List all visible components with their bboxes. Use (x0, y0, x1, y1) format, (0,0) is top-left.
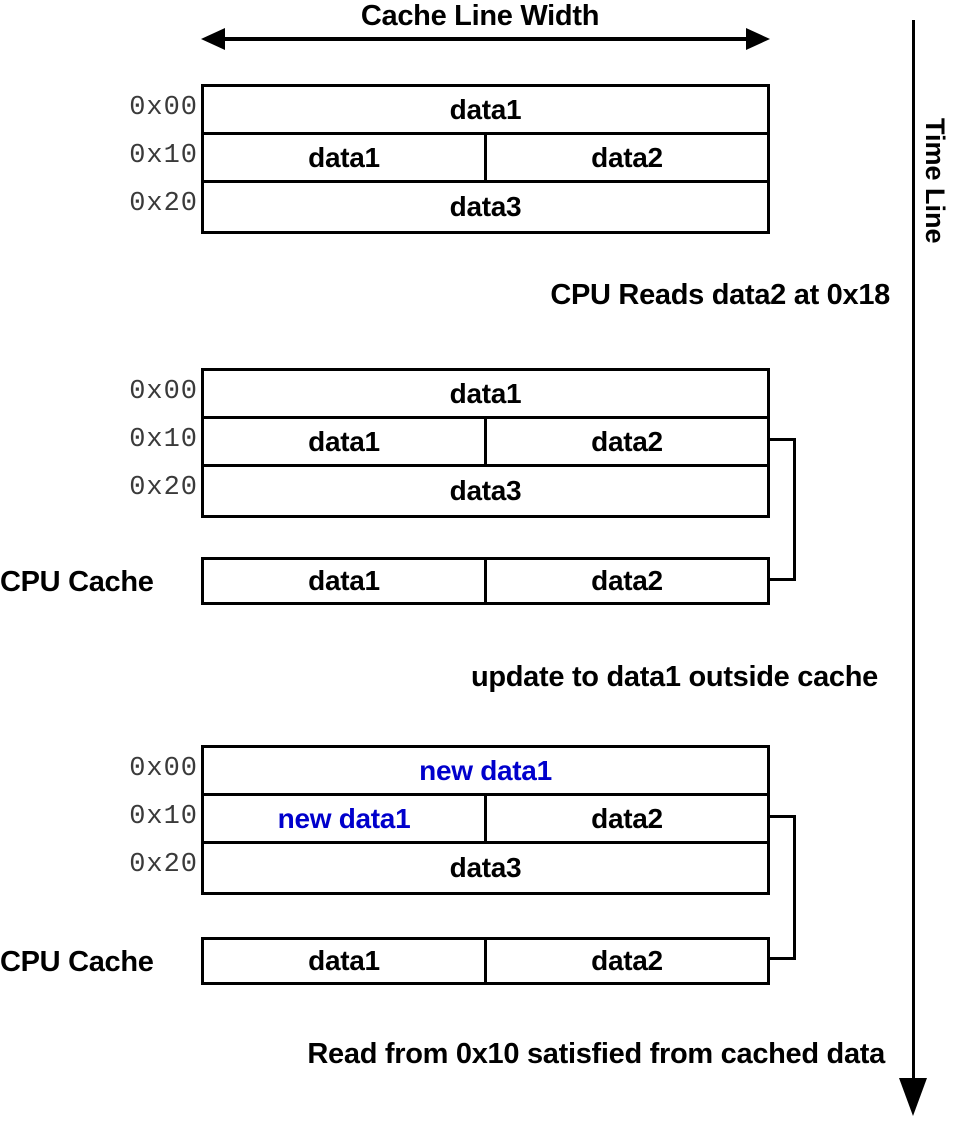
memory-cell: data1 (449, 93, 522, 125)
cpu-cache-box-stage3: data1 data2 (201, 937, 770, 985)
memory-cell: data2 (591, 802, 663, 834)
table-row: data3 (204, 183, 767, 231)
address-label-0x10-stage3: 0x10 (129, 802, 198, 832)
time-line-label: Time Line (920, 118, 950, 244)
caption-read-satisfied-from-cache: Read from 0x10 satisfied from cached dat… (307, 1038, 885, 1070)
table-row: data3 (204, 467, 767, 515)
memory-table-stage2: data1 data1 data2 data3 (201, 368, 770, 518)
time-line-arrow-icon (899, 1078, 927, 1116)
memory-cell: data2 (591, 425, 663, 457)
time-line-axis (912, 20, 915, 1080)
address-label-0x10-stage2: 0x10 (129, 425, 198, 455)
address-label-0x00-stage3: 0x00 (129, 754, 198, 784)
cache-cell: data2 (591, 565, 663, 596)
cache-bracket-stage3 (770, 815, 796, 960)
caption-cpu-reads: CPU Reads data2 at 0x18 (550, 279, 890, 311)
cache-line-width-title: Cache Line Width (360, 0, 600, 32)
table-row: data1 (204, 371, 767, 419)
memory-cell-updated: new data1 (204, 796, 487, 841)
cache-cell: data2 (591, 945, 663, 976)
memory-cell: data1 (204, 419, 487, 464)
address-label-0x20-stage3: 0x20 (129, 850, 198, 880)
memory-cell: data2 (591, 141, 663, 173)
table-row: data1 data2 (204, 135, 767, 183)
arrow-head-right-icon (746, 28, 770, 50)
address-label-0x20-stage1: 0x20 (129, 189, 198, 219)
cache-row-label-stage2: CPU Cache (0, 566, 154, 598)
cache-bracket-stage2 (770, 438, 796, 581)
memory-cell-updated: new data1 (419, 754, 552, 786)
address-label-0x20-stage2: 0x20 (129, 473, 198, 503)
table-row: data1 (204, 87, 767, 135)
memory-table-stage1: data1 data1 data2 data3 (201, 84, 770, 234)
memory-cell: data1 (449, 377, 522, 409)
caption-update-outside-cache: update to data1 outside cache (470, 661, 878, 693)
memory-cell: data3 (449, 852, 522, 883)
memory-table-stage3: new data1 new data1 data2 data3 (201, 745, 770, 895)
cpu-cache-box-stage2: data1 data2 (201, 557, 770, 605)
memory-cell: data3 (449, 191, 522, 222)
cache-cell: data1 (204, 940, 487, 982)
cache-line-width-arrow (201, 28, 770, 50)
table-row: data3 (204, 844, 767, 892)
cache-row-label-stage3: CPU Cache (0, 946, 154, 978)
table-row: data1 data2 (204, 419, 767, 467)
address-label-0x10-stage1: 0x10 (129, 141, 198, 171)
arrow-shaft (219, 37, 752, 41)
address-label-0x00-stage1: 0x00 (129, 93, 198, 123)
arrow-head-left-icon (201, 28, 225, 50)
memory-cell: data3 (449, 475, 522, 506)
memory-cell: data1 (204, 135, 487, 180)
address-label-0x00-stage2: 0x00 (129, 377, 198, 407)
cache-cell: data1 (204, 560, 487, 602)
table-row: new data1 data2 (204, 796, 767, 844)
table-row: new data1 (204, 748, 767, 796)
